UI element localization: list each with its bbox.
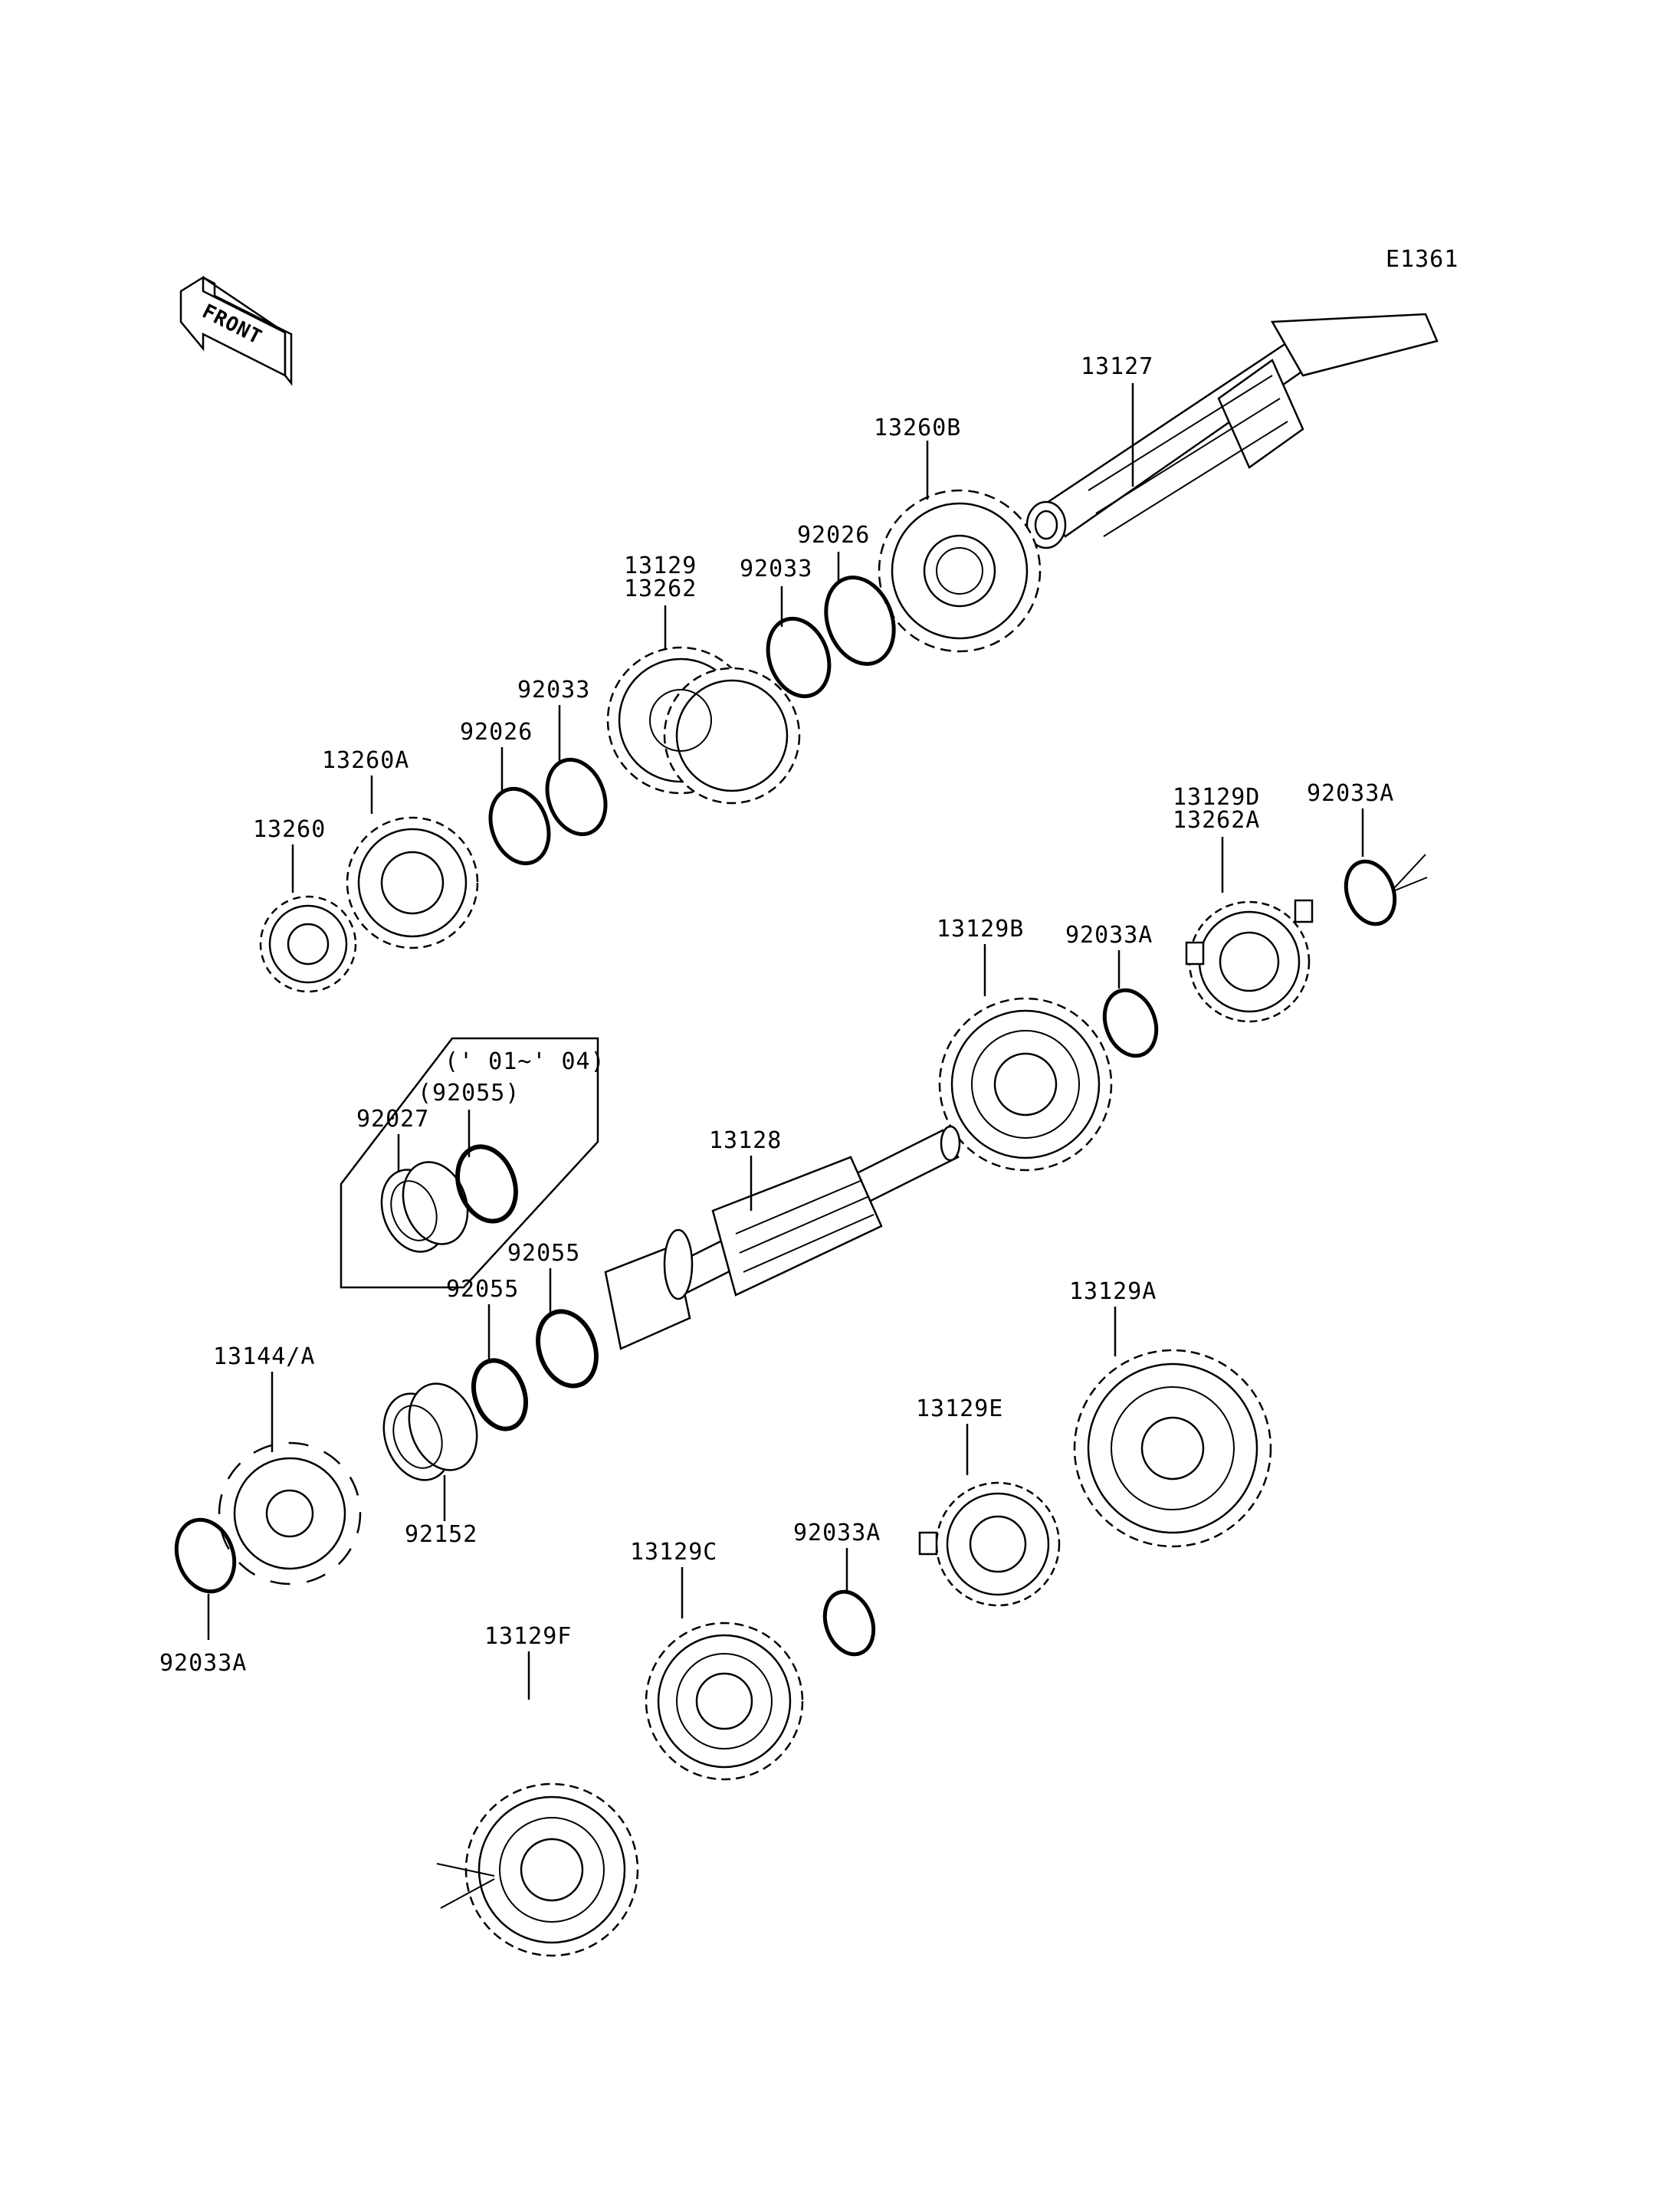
callout-13129E: 13129E: [916, 1395, 1003, 1422]
callout-92055-b: 92055: [507, 1240, 580, 1267]
drive-shaft-13128: [604, 1125, 961, 1350]
callout-13260B: 13260B: [874, 415, 961, 441]
callout-92033A-left: 92033A: [159, 1650, 247, 1677]
gear-13260: [259, 895, 357, 993]
gear-13129F: [464, 1782, 639, 1957]
diagram-code: E1361: [1386, 246, 1459, 273]
gear-13129C: [645, 1622, 804, 1781]
washer-92026-mid: [488, 786, 551, 866]
callout-variant-years: (' 01~' 04): [445, 1048, 605, 1075]
callout-92055-a: 92055: [446, 1276, 519, 1303]
variant-box: [340, 1037, 599, 1289]
callout-92026-top: 92026: [797, 522, 870, 549]
gear-13129D-13262A: [1185, 899, 1314, 1023]
callout-13262A: 13262A: [1173, 807, 1260, 834]
callout-92027: 92027: [356, 1106, 429, 1133]
callout-13260: 13260: [253, 816, 326, 843]
callout-13129F: 13129F: [484, 1623, 572, 1650]
o-ring-92055-b: [536, 1309, 599, 1389]
washer-92026-top: [824, 575, 896, 666]
circlip-92033A-left: [174, 1517, 237, 1594]
callout-13129D: 13129D: [1173, 784, 1260, 811]
callout-13260A: 13260A: [322, 747, 409, 774]
callout-13129B: 13129B: [937, 916, 1024, 943]
circlip-92033A-right: [1344, 859, 1397, 926]
gear-13129A: [1073, 1349, 1272, 1548]
callout-13144A: 13144/A: [213, 1343, 315, 1370]
callout-92033A-right: 92033A: [1307, 780, 1394, 807]
callout-variant-part: (92055): [418, 1080, 520, 1107]
callout-13129: 13129: [624, 553, 697, 579]
callout-13129C: 13129C: [630, 1539, 717, 1566]
o-ring-92055-variant: [455, 1144, 518, 1224]
collar-92027: [380, 1161, 469, 1253]
collar-92152: [382, 1382, 478, 1481]
callout-92033A-low: 92033A: [793, 1520, 881, 1546]
gear-13260A: [346, 816, 479, 949]
o-ring-92055-a: [471, 1358, 528, 1431]
circlip-92033A-mid: [1102, 988, 1159, 1058]
gear-13129-13262: [606, 646, 801, 805]
callout-92026-mid: 92026: [460, 719, 533, 746]
gear-13260B: [878, 489, 1042, 653]
callout-13262: 13262: [624, 575, 697, 602]
callout-13127: 13127: [1081, 353, 1153, 380]
front-arrow-icon: FRONT: [179, 275, 293, 386]
callout-92152: 92152: [405, 1521, 477, 1548]
callout-13129A: 13129A: [1069, 1278, 1157, 1305]
callout-92033-mid: 92033: [517, 677, 590, 703]
gear-13129E: [918, 1481, 1061, 1607]
circlip-92033-top: [766, 616, 832, 699]
circlip-92033-mid: [545, 757, 608, 837]
callout-13128: 13128: [709, 1127, 782, 1154]
output-shaft-13127: [1025, 313, 1439, 549]
sprocket-13144A: [218, 1441, 362, 1585]
callout-92033-top: 92033: [740, 556, 812, 582]
gear-13129B: [938, 997, 1113, 1172]
callout-92033A-mid: 92033A: [1065, 922, 1153, 949]
circlip-92033A-low: [822, 1589, 876, 1657]
